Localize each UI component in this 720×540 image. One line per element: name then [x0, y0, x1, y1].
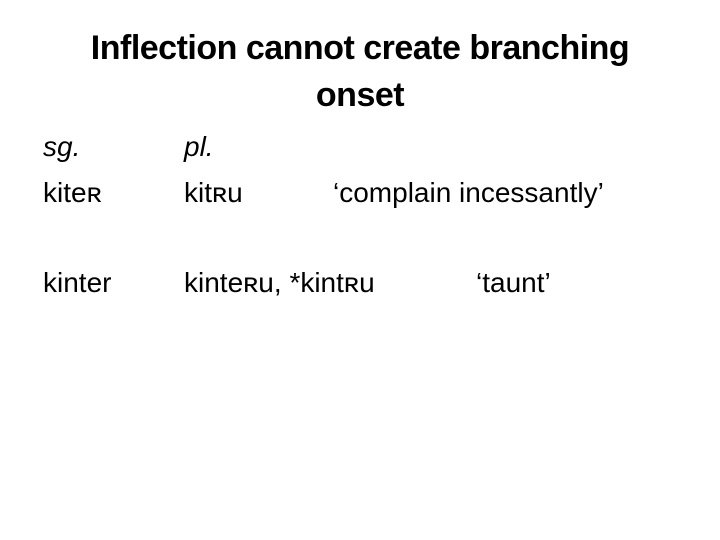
- column-header-singular: sg.: [43, 131, 81, 162]
- row2-gloss: ‘taunt’: [476, 267, 551, 298]
- row1-plural-form: kitʀu: [184, 177, 243, 208]
- row2-singular-form: kinter: [43, 267, 112, 298]
- row2-plural-form: kinteʀu, *kintʀu: [184, 267, 375, 298]
- row1-gloss: ‘complain incessantly’: [333, 177, 604, 208]
- column-header-plural: pl.: [184, 131, 214, 162]
- row1-singular-form: kiteʀ: [43, 177, 102, 208]
- slide-title: Inflection cannot create branching onset: [0, 25, 720, 119]
- slide-title-line1: Inflection cannot create branching: [90, 29, 630, 67]
- slide-title-line2: onset: [315, 76, 405, 114]
